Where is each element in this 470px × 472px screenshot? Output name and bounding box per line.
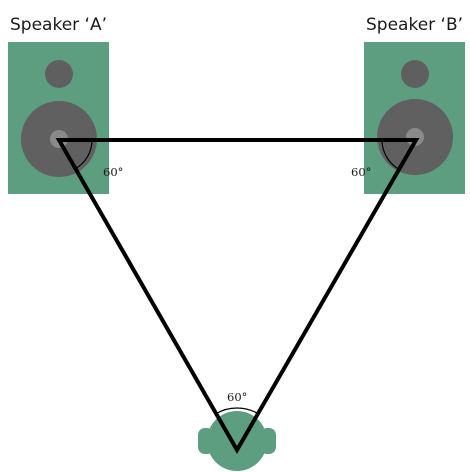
speaker-a xyxy=(8,42,109,194)
speaker-a-tweeter xyxy=(45,60,73,88)
speaker-b-tweeter xyxy=(401,60,429,88)
angle-label-a: 60° xyxy=(103,165,123,179)
speaker-a-label: Speaker ‘A’ xyxy=(10,15,107,35)
listener-face xyxy=(207,411,267,471)
angle-label-b: 60° xyxy=(351,165,371,179)
listening-triangle xyxy=(55,138,420,455)
speaker-b xyxy=(364,42,465,194)
speaker-b-label: Speaker ‘B’ xyxy=(366,15,463,35)
listener-head xyxy=(198,411,276,471)
angle-arc-b xyxy=(381,139,400,170)
angle-arc-listener xyxy=(215,407,259,415)
angle-arc-a xyxy=(75,139,93,170)
angle-label-listener: 60° xyxy=(227,390,247,404)
